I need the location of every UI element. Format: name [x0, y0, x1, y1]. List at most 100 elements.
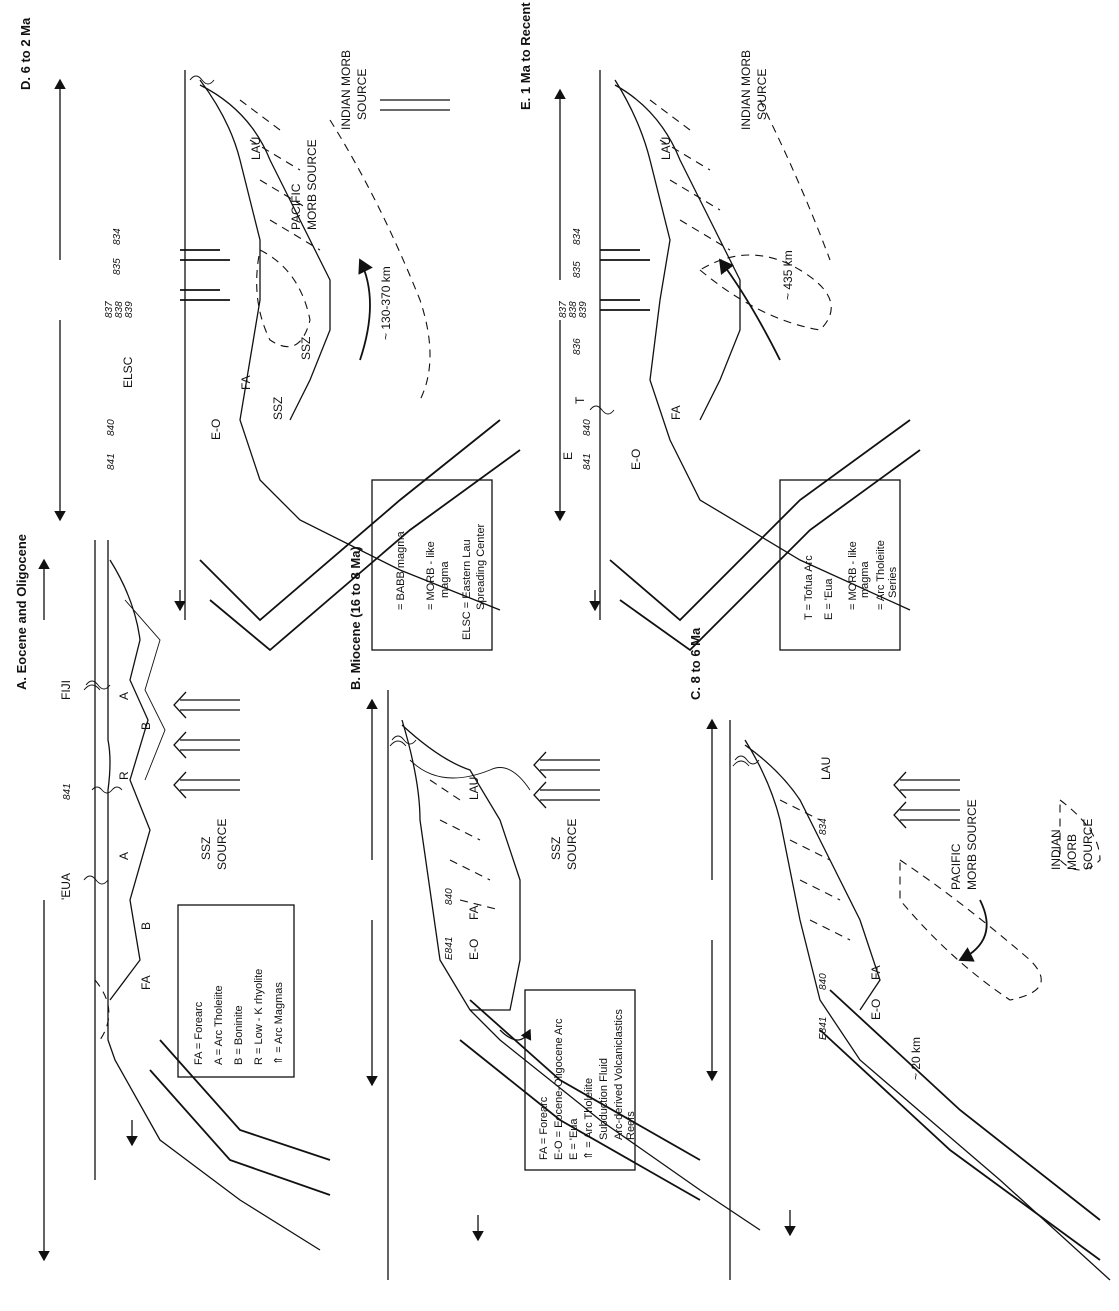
label-site-841-a: 841 — [62, 783, 73, 800]
panel-a-fiji-volcano — [84, 681, 110, 690]
label-morb-source-d: MORB SOURCE — [305, 139, 319, 230]
legend-b-eo: E-O = Eocene-Oligocene Arc — [553, 1018, 565, 1160]
panel-c-seafloor — [745, 740, 1110, 1280]
label-indian-d: INDIAN MORB — [339, 50, 353, 130]
panel-e-indian-source — [760, 100, 830, 260]
label-indian-e: INDIAN MORB — [739, 50, 753, 130]
label-b1: B — [139, 722, 153, 730]
legend-a-r: R = Low - K rhyolite — [253, 969, 265, 1065]
panel-a-arc-internal — [125, 600, 165, 780]
panel-e-arc-outline — [615, 85, 740, 420]
panel-e-ridge-columns — [600, 250, 650, 310]
label-site-840-b: 840 — [444, 888, 455, 905]
panel-d-mantle-flow-arrow — [360, 260, 370, 360]
label-site-834-c: 834 — [818, 818, 829, 835]
legend-b-fluid: Subduction Fluid — [598, 1058, 610, 1140]
label-width-d: ~ 130-370 km — [379, 266, 393, 340]
panel-b-magma-arrows — [534, 752, 600, 808]
legend-e-t: T = Tofua Arc — [803, 555, 815, 620]
legend-b-e: E = 'Eua — [568, 1118, 580, 1160]
label-width-e: ~ 435 km — [781, 250, 795, 300]
panel-c-slab-top — [830, 990, 1100, 1220]
label-site-839-d: 839 — [124, 301, 135, 318]
panel-d-upwelling-arrow — [380, 100, 450, 110]
label-r: R — [117, 771, 131, 780]
label-a2: A — [117, 852, 131, 860]
panel-a-magma-arrows — [174, 692, 240, 798]
legend-b-volcaniclastics: Arc-derived Volcaniclastics — [613, 1009, 625, 1140]
label-fa-d: FA — [239, 375, 253, 390]
panel-e-title: E. 1 Ma to Recent — [518, 2, 533, 110]
panel-a-forearc-dash — [95, 980, 109, 1040]
label-site-840-d: 840 — [106, 419, 117, 436]
panel-a-eua-volcano — [84, 876, 108, 884]
legend-e-e: E = 'Eua — [823, 578, 835, 620]
panel-e: E. 1 Ma to Recent 834 835 837 838 839 83… — [518, 2, 920, 650]
label-ssz-b: SSZ — [549, 837, 563, 860]
legend-e-morb: = MORB - like — [847, 541, 859, 610]
label-fiji: FIJI — [59, 680, 73, 700]
legend-e-tholeiite: = Arc Tholeiite — [875, 540, 887, 610]
label-eo-b: E-O — [467, 939, 481, 960]
legend-a-b: B = Boninite — [233, 1005, 245, 1065]
label-a1: A — [117, 692, 131, 700]
panel-b-slab-bottom — [460, 1040, 700, 1200]
label-pacific-d: PACIFIC — [289, 183, 303, 230]
panel-b-legend: FA = Forearc E-O = Eocene-Oligocene Arc … — [525, 990, 637, 1170]
label-source-c: SOURCE — [1081, 819, 1095, 870]
label-depth-c: ~ 20 km — [909, 1037, 923, 1080]
legend-b-reefs: Reefs — [625, 1111, 637, 1140]
label-site-836-e: 836 — [572, 338, 583, 355]
label-eo-e: E-O — [629, 449, 643, 470]
panel-a-841-vent — [92, 787, 122, 793]
label-lau-c: LAU — [819, 757, 833, 780]
label-source-a: SOURCE — [215, 819, 229, 870]
panel-a-title: A. Eocene and Oligocene — [14, 534, 29, 690]
label-site-840-e: 840 — [582, 419, 593, 436]
label-site-835-d: 835 — [112, 258, 123, 275]
panel-e-legend: T = Tofua Arc E = 'Eua = MORB - like mag… — [780, 480, 900, 650]
panel-e-layering — [650, 100, 730, 250]
label-ssz2-d: SSZ — [299, 337, 313, 360]
legend-d-morb: = MORB - like — [425, 541, 437, 610]
panel-d-title: D. 6 to 2 Ma — [18, 17, 33, 90]
panel-b-lau-volcano — [390, 736, 416, 746]
panel-d-indian-source — [330, 120, 430, 400]
label-site-834-d: 834 — [112, 228, 123, 245]
label-site-841-e: 841 — [582, 453, 593, 470]
label-indian-c: INDIAN — [1049, 829, 1063, 870]
panel-e-morb-flow-envelope — [700, 255, 831, 330]
label-morb-c: MORB — [1065, 834, 1079, 870]
label-eua: 'EUA — [59, 873, 73, 900]
legend-d-magma: magma — [439, 560, 451, 598]
panel-d-ridge-columns — [180, 250, 230, 300]
label-site-841-b: E841 — [444, 937, 455, 960]
panel-c-mantle-flow-arrow — [960, 900, 987, 960]
legend-a-fa: FA = Forearc — [193, 1001, 205, 1065]
label-site-834-e: 834 — [572, 228, 583, 245]
label-eo-d: E-O — [209, 419, 223, 440]
panel-d-seafloor — [200, 80, 500, 610]
legend-a-a: A = Arc Tholeiite — [213, 985, 225, 1065]
label-ssz-a: SSZ — [199, 837, 213, 860]
label-e-e: E — [561, 452, 575, 460]
label-site-840-c: 840 — [818, 973, 829, 990]
panel-e-tofua-volcano — [590, 406, 614, 414]
panel-b-layering — [430, 780, 500, 910]
legend-b-tholeiite: ⇑ = Arc Tholeiite — [583, 1078, 595, 1160]
label-fa-e: FA — [669, 405, 683, 420]
panel-d: D. 6 to 2 Ma 834 835 837 838 839 ELSC 84… — [18, 17, 520, 650]
panel-a-slab-top — [160, 1040, 330, 1160]
label-site-839-e: 839 — [578, 301, 589, 318]
panel-c-magma-arrows — [894, 772, 960, 828]
panel-c: C. 8 to 6 Ma 834 840 E841 LAU FA E-O ~ 2… — [688, 627, 1110, 1280]
label-b2: B — [139, 922, 153, 930]
label-site-841-c: E841 — [818, 1017, 829, 1040]
panel-a-seafloor — [108, 540, 320, 1250]
label-source-b: SOURCE — [565, 819, 579, 870]
label-site-841-d: 841 — [106, 453, 117, 470]
label-lau-d: LAU — [249, 137, 263, 160]
label-elsc-d: ELSC — [121, 356, 135, 388]
